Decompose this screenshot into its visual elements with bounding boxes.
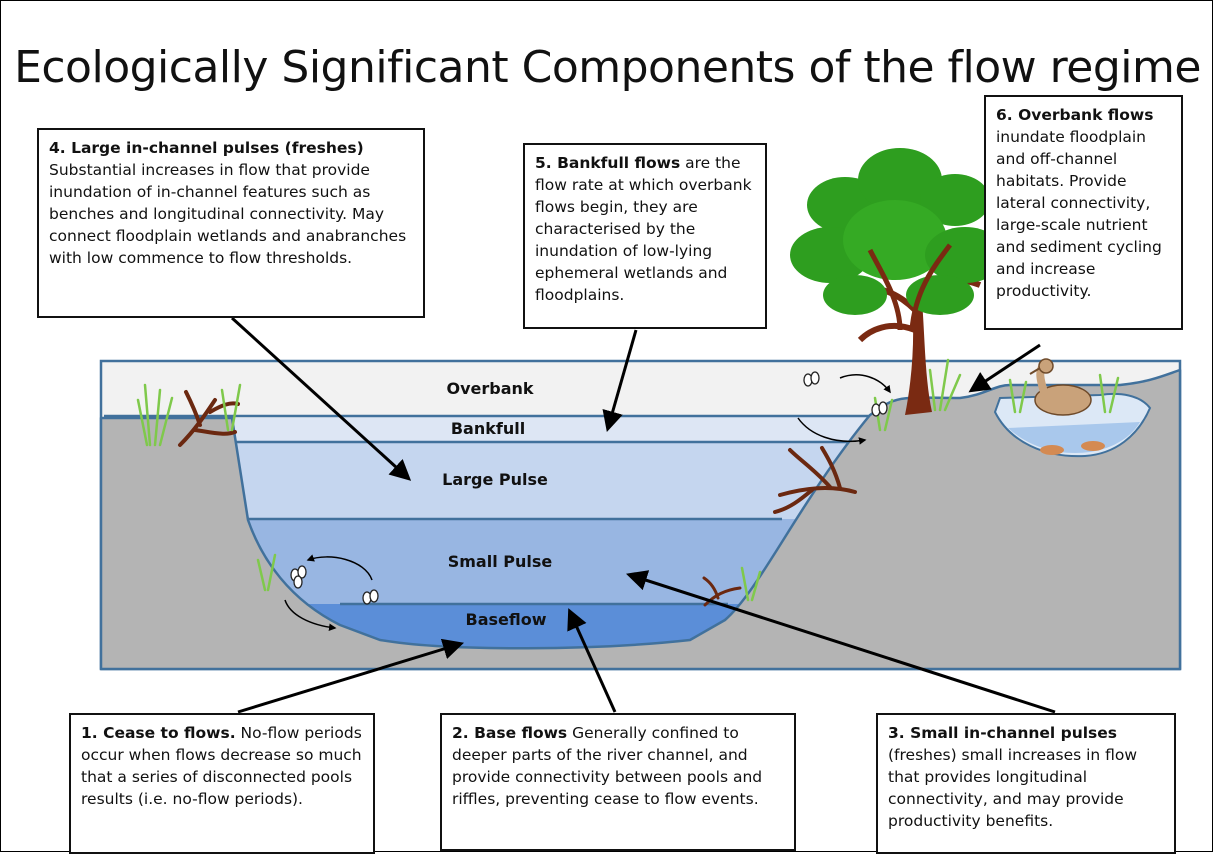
box-base-flows: 2. Base flows Generally confined to deep… bbox=[440, 713, 796, 851]
box-4-heading: 4. Large in-channel pulses (freshes) bbox=[49, 139, 364, 157]
arrow-small-pulse bbox=[626, 570, 1056, 714]
pond-water bbox=[1008, 422, 1140, 453]
ground-left bbox=[99, 368, 1182, 671]
large-pulse-label: Large Pulse bbox=[442, 470, 548, 489]
box-small-in-channel-pulses: 3. Small in-channel pulses (freshes) sma… bbox=[876, 713, 1176, 854]
reeds bbox=[136, 358, 1120, 602]
bankfull-label: Bankfull bbox=[450, 419, 526, 438]
box-bankfull-flows: 5. Bankfull flows are the flow rate at w… bbox=[523, 143, 767, 329]
figure-title: Ecologically Significant Components of t… bbox=[14, 42, 1201, 93]
duck-illustration bbox=[1029, 358, 1092, 416]
box-cease-to-flows: 1. Cease to flows. No-flow periods occur… bbox=[69, 713, 375, 854]
tree-illustration bbox=[790, 148, 1005, 415]
bed-snag bbox=[702, 576, 742, 607]
box-4-text: Substantial increases in flow that provi… bbox=[49, 161, 407, 267]
box-5-heading: 5. Bankfull flows bbox=[535, 154, 681, 172]
arrow-cease bbox=[237, 638, 465, 714]
box-3-text: (freshes) small increases in flow that p… bbox=[888, 746, 1138, 830]
overbank-label: Overbank bbox=[446, 379, 534, 398]
arrow-large-pulse bbox=[230, 316, 412, 481]
eggs-illustration bbox=[290, 371, 888, 605]
callout-arrows bbox=[230, 316, 1056, 714]
box-6-text: inundate floodplain and off-channel habi… bbox=[996, 128, 1162, 300]
box-2-text: Generally confined to deeper parts of th… bbox=[452, 724, 763, 808]
box-2-heading: 2. Base flows bbox=[452, 724, 568, 742]
arrow-bankfull bbox=[602, 329, 638, 433]
arrow-baseflow bbox=[567, 608, 617, 713]
baseflow-label: Baseflow bbox=[465, 610, 547, 629]
arrow-overbank bbox=[968, 343, 1041, 393]
box-6-heading: 6. Overbank flows bbox=[996, 106, 1154, 124]
lifecycle-arrows bbox=[284, 374, 891, 632]
box-5-text: are the flow rate at which overbank flow… bbox=[535, 154, 752, 304]
fish-illustration bbox=[1040, 441, 1105, 455]
box-1-heading: 1. Cease to flows. bbox=[81, 724, 236, 742]
bank-snag bbox=[773, 446, 857, 514]
box-3-heading: 3. Small in-channel pulses bbox=[888, 724, 1118, 742]
box-1-text: No-flow periods occur when flows decreas… bbox=[81, 724, 362, 808]
large-pulse-zone bbox=[232, 442, 870, 519]
box-overbank-flows: 6. Overbank flows inundate floodplain an… bbox=[984, 95, 1183, 330]
small-pulse-label: Small Pulse bbox=[447, 552, 553, 571]
box-large-in-channel-pulses: 4. Large in-channel pulses (freshes) Sub… bbox=[37, 128, 425, 318]
bankfull-zone bbox=[232, 416, 870, 442]
